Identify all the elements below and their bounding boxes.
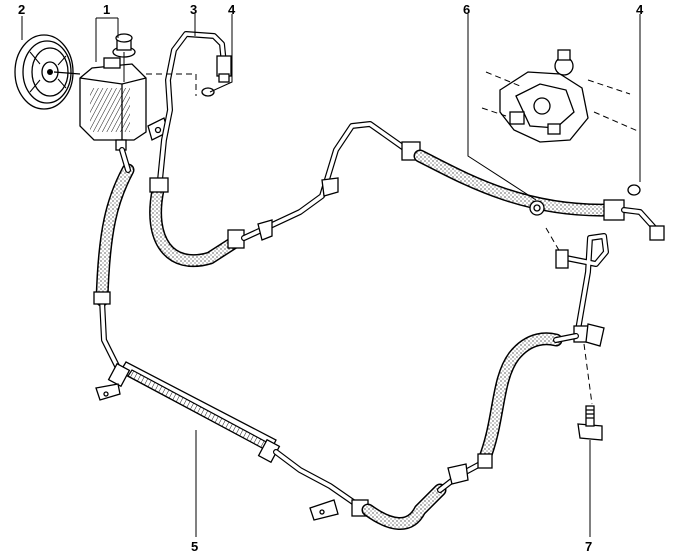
callout-3: 3	[190, 2, 197, 17]
alignment-line	[545, 227, 561, 253]
rack-feed-hose	[413, 149, 665, 241]
callout-4-right: 4	[636, 2, 644, 17]
alignment-line	[146, 73, 197, 96]
steering-gear-valve	[481, 49, 641, 143]
callout-5: 5	[191, 539, 198, 554]
pump-reservoir	[79, 33, 147, 151]
supply-hose	[93, 147, 135, 375]
hose-clip	[577, 343, 603, 441]
callout-7: 7	[585, 539, 592, 554]
pressure-hose	[149, 121, 421, 268]
o-ring-seal-right	[627, 184, 641, 196]
leader-lines	[21, 14, 641, 537]
fluid-cooler	[95, 361, 281, 464]
callout-1: 1	[103, 2, 110, 17]
cooler-return-pipe	[273, 449, 369, 521]
callout-6: 6	[463, 2, 470, 17]
seal-washer	[529, 200, 545, 216]
pressure-pipe	[157, 31, 232, 183]
return-pipe	[555, 233, 609, 347]
callout-2: 2	[18, 2, 25, 17]
return-hose	[361, 332, 579, 530]
pump-pulley	[14, 34, 81, 110]
o-ring-seal-left	[201, 87, 215, 97]
callout-4-left: 4	[228, 2, 236, 17]
